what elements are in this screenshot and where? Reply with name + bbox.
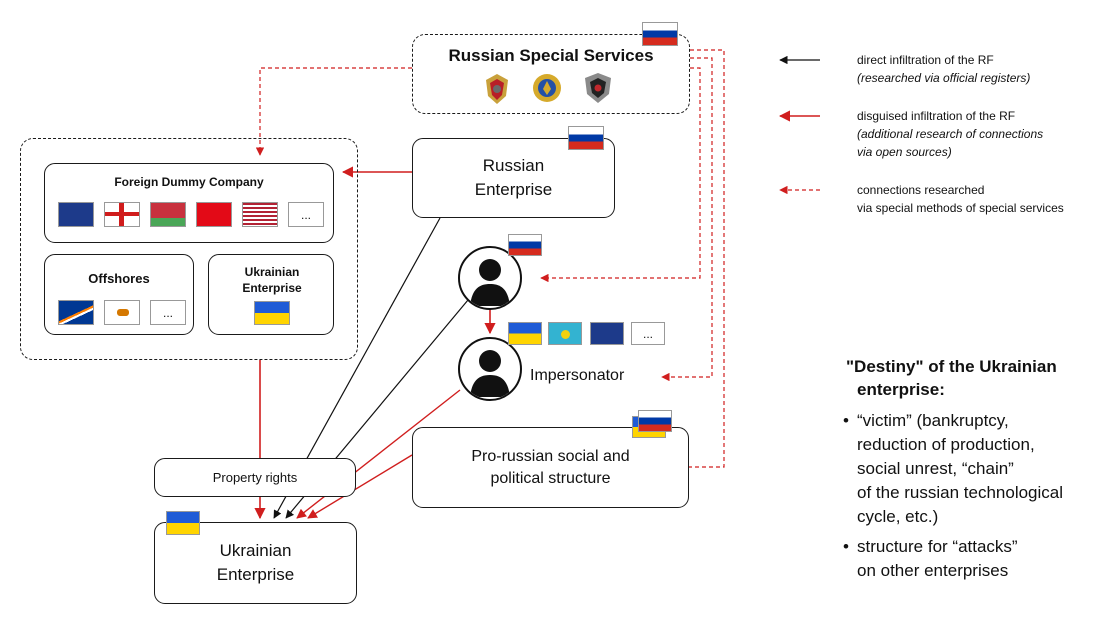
legend-special: connections researched via special metho… <box>857 181 1064 217</box>
flag-marshall-islands-icon <box>58 300 94 325</box>
destiny-title-line2: enterprise: <box>857 380 945 399</box>
destiny-bullet-line: social unrest, “chain” <box>857 459 1014 478</box>
russian-enterprise-box: Russian Enterprise <box>412 138 615 218</box>
flag-russia-icon <box>638 410 672 432</box>
foreign-dummy-company-label: Foreign Dummy Company <box>114 175 264 189</box>
flag-eu-icon <box>58 202 94 227</box>
flag-ukraine-icon <box>166 511 200 535</box>
property-rights-label: Property rights <box>212 470 298 485</box>
destiny-bullet-line: on other enterprises <box>857 561 1009 580</box>
flag-russia-icon <box>642 22 678 46</box>
impersonator-avatar-icon <box>458 337 522 401</box>
flag-eu-icon <box>590 322 624 345</box>
legend-direct-line1: direct infiltration of the RF <box>857 53 994 67</box>
legend-direct-line2: (researched via official registers) <box>857 71 1031 85</box>
fsb-emblem-icon <box>486 74 508 104</box>
destiny-title-line1: "Destiny" of the Ukrainian <box>846 357 1057 376</box>
pro-russian-structure-label: Pro-russian social and political structu… <box>471 447 630 487</box>
russian-special-services-label: Russian Special Services <box>448 46 654 65</box>
destiny-bullet-line: cycle, etc.) <box>857 507 939 526</box>
legend-direct: direct infiltration of the RF (researche… <box>857 51 1030 87</box>
flag-ukraine-icon <box>508 322 542 345</box>
special-link-to-structure <box>671 49 725 472</box>
impersonator-label: Impersonator <box>530 367 625 384</box>
legend-special-line1: connections researched <box>857 183 985 197</box>
destiny-bullet: “victim” (bankruptcy, reduction of produ… <box>843 409 1105 529</box>
special-link-to-impersonator <box>661 57 713 382</box>
flag-russia-icon <box>508 234 542 256</box>
flag-cyprus-icon <box>104 300 140 325</box>
flag-more-icon: ... <box>288 202 324 227</box>
destiny-list: “victim” (bankruptcy, reduction of produ… <box>843 409 1105 589</box>
flag-kazakhstan-icon <box>548 322 582 345</box>
destiny-title: "Destiny" of the Ukrainian enterprise: <box>846 355 1057 401</box>
russian-enterprise-label: Russian Enterprise <box>474 156 553 199</box>
pro-russian-structure-box: Pro-russian social and political structu… <box>412 427 689 508</box>
destiny-bullet: structure for “attacks” on other enterpr… <box>843 535 1105 583</box>
flag-usa-icon <box>242 202 278 227</box>
destiny-bullet-line: “victim” (bankruptcy, <box>857 411 1009 430</box>
svr-emblem-icon <box>533 74 561 102</box>
legend-special-line2: via special methods of special services <box>857 201 1064 215</box>
flag-more-icon: ... <box>631 322 665 345</box>
ukrainian-enterprise-inner-label: Ukrainian Enterprise <box>242 265 302 295</box>
flag-ukraine-icon <box>254 301 290 325</box>
russian-person-avatar-icon <box>458 246 522 310</box>
destiny-bullet-line: structure for “attacks” <box>857 537 1018 556</box>
flag-more-icon: ... <box>150 300 186 325</box>
foreign-structures-group <box>20 138 358 360</box>
legend-disguised: disguised infiltration of the RF (additi… <box>857 107 1043 161</box>
flag-georgia-icon <box>104 202 140 227</box>
legend-disguised-line1: disguised infiltration of the RF <box>857 109 1016 123</box>
flag-belarus-icon <box>150 202 186 227</box>
ukrainian-enterprise-target-label: Ukrainian Enterprise <box>216 541 295 584</box>
legend-disguised-line2: (additional research of connections <box>857 127 1044 141</box>
offshores-label: Offshores <box>88 271 150 286</box>
russian-special-services-box <box>412 34 690 114</box>
ukrainian-enterprise-target-box: Ukrainian Enterprise <box>154 522 357 604</box>
flag-turkey-icon <box>196 202 232 227</box>
destiny-bullet-line: reduction of production, <box>857 435 1035 454</box>
special-link-to-dummy-group <box>255 67 412 156</box>
special-link-to-person <box>540 67 701 283</box>
gru-emblem-icon <box>585 73 611 103</box>
flag-russia-icon <box>568 126 604 150</box>
destiny-bullet-line: of the russian technological <box>857 483 1064 502</box>
legend-disguised-line3: via open sources) <box>857 145 952 159</box>
property-rights-box: Property rights <box>154 458 356 497</box>
link-structure-to-target <box>307 454 413 519</box>
